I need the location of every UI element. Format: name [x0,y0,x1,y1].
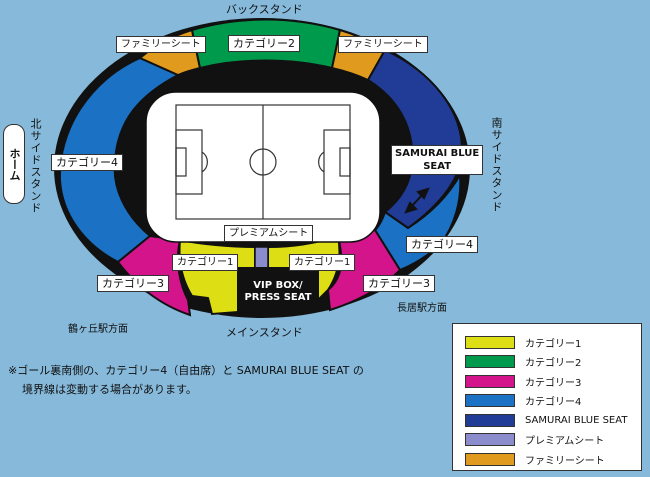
legend-swatch [465,354,515,368]
main-stand-label: メインスタンド [226,326,303,339]
legend-swatch [465,452,515,466]
legend-label: カテゴリー1 [525,338,582,350]
note-line2: 境界線は変動する場合があります。 [22,383,197,396]
legend-swatch [465,393,515,407]
category3-left-label: カテゴリー3 [97,275,169,292]
legend-label: カテゴリー4 [525,396,582,408]
legend-item: ファミリーシート [465,452,605,467]
boundary-arrow-icon [404,187,430,214]
legend-label: プレミアムシート [525,435,605,447]
legend: カテゴリー1 カテゴリー2 カテゴリー3 カテゴリー4 SAMURAI BLUE… [452,323,642,471]
samurai-blue-seat-label: SAMURAI BLUE SEAT [391,145,484,175]
soccer-pitch [175,104,351,220]
category1-left-label: カテゴリー1 [172,254,239,271]
tsurugaoka-direction-label: 鶴ヶ丘駅方面 [68,324,128,335]
legend-item: プレミアムシート [465,432,605,447]
legend-label: カテゴリー2 [525,357,582,369]
south-side-stand-label: 南サイドスタンド [490,117,503,213]
legend-swatch [465,413,515,427]
home-label: ホーム [3,124,25,204]
vip-label-line1: VIP BOX/ [253,280,303,291]
category1-right-label: カテゴリー1 [289,254,356,271]
note-line1: ※ゴール裏南側の、カテゴリー4（自由席）と SAMURAI BLUE SEAT … [8,364,364,377]
category3-right-label: カテゴリー3 [363,275,435,292]
legend-item: カテゴリー1 [465,335,582,350]
family-seat-right-label: ファミリーシート [338,36,428,53]
legend-label: カテゴリー3 [525,377,582,389]
category4-right-label: カテゴリー4 [406,236,478,253]
legend-label: SAMURAI BLUE SEAT [525,414,628,426]
category4-left-label: カテゴリー4 [51,154,123,171]
back-stand-label: バックスタンド [226,3,303,16]
legend-item: カテゴリー3 [465,374,582,389]
north-side-stand-label: 北サイドスタンド [29,118,42,214]
legend-item: SAMURAI BLUE SEAT [465,413,627,427]
nagai-direction-label: 長居駅方面 [397,303,447,314]
vip-label-line2: PRESS SEAT [244,292,312,303]
legend-label: ファミリーシート [525,455,605,467]
legend-swatch [465,335,515,349]
family-seat-left-label: ファミリーシート [116,36,206,53]
legend-item: カテゴリー4 [465,393,582,408]
boundary-note: ※ゴール裏南側の、カテゴリー4（自由席）と SAMURAI BLUE SEAT … [8,361,364,399]
premium-seat-label: プレミアムシート [224,225,314,242]
legend-swatch [465,432,515,446]
samurai-label-line1: SAMURAI BLUE [395,148,480,159]
samurai-label-line2: SEAT [423,161,452,172]
section-premium[interactable] [254,246,269,269]
legend-swatch [465,374,515,388]
vip-box-label: VIP BOX/ PRESS SEAT [244,280,312,304]
legend-item: カテゴリー2 [465,354,582,369]
category2-label: カテゴリー2 [228,35,300,52]
